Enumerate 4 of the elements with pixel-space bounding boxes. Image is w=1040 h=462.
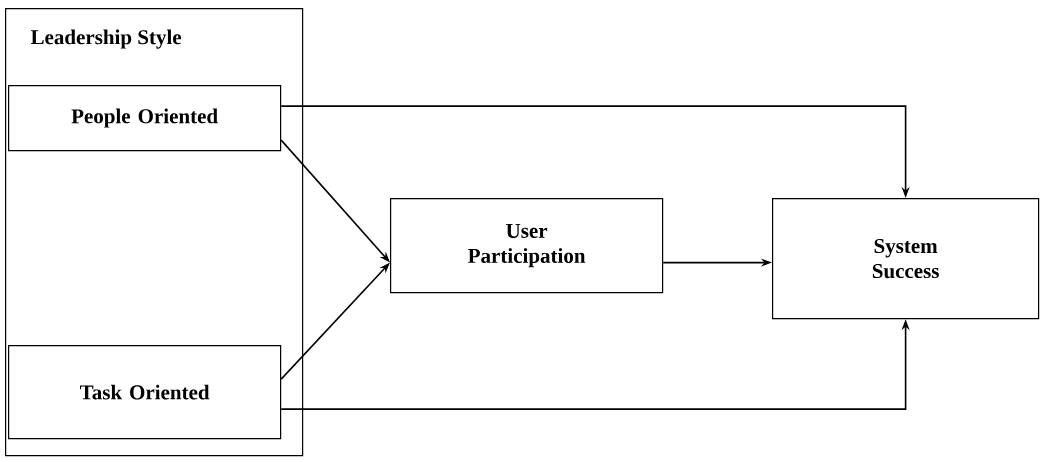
- process-box: System Success: [772, 198, 1040, 320]
- process-box: Task Oriented: [8, 345, 282, 440]
- process-box: People Oriented: [8, 85, 282, 152]
- process-box: User Participation: [390, 198, 664, 294]
